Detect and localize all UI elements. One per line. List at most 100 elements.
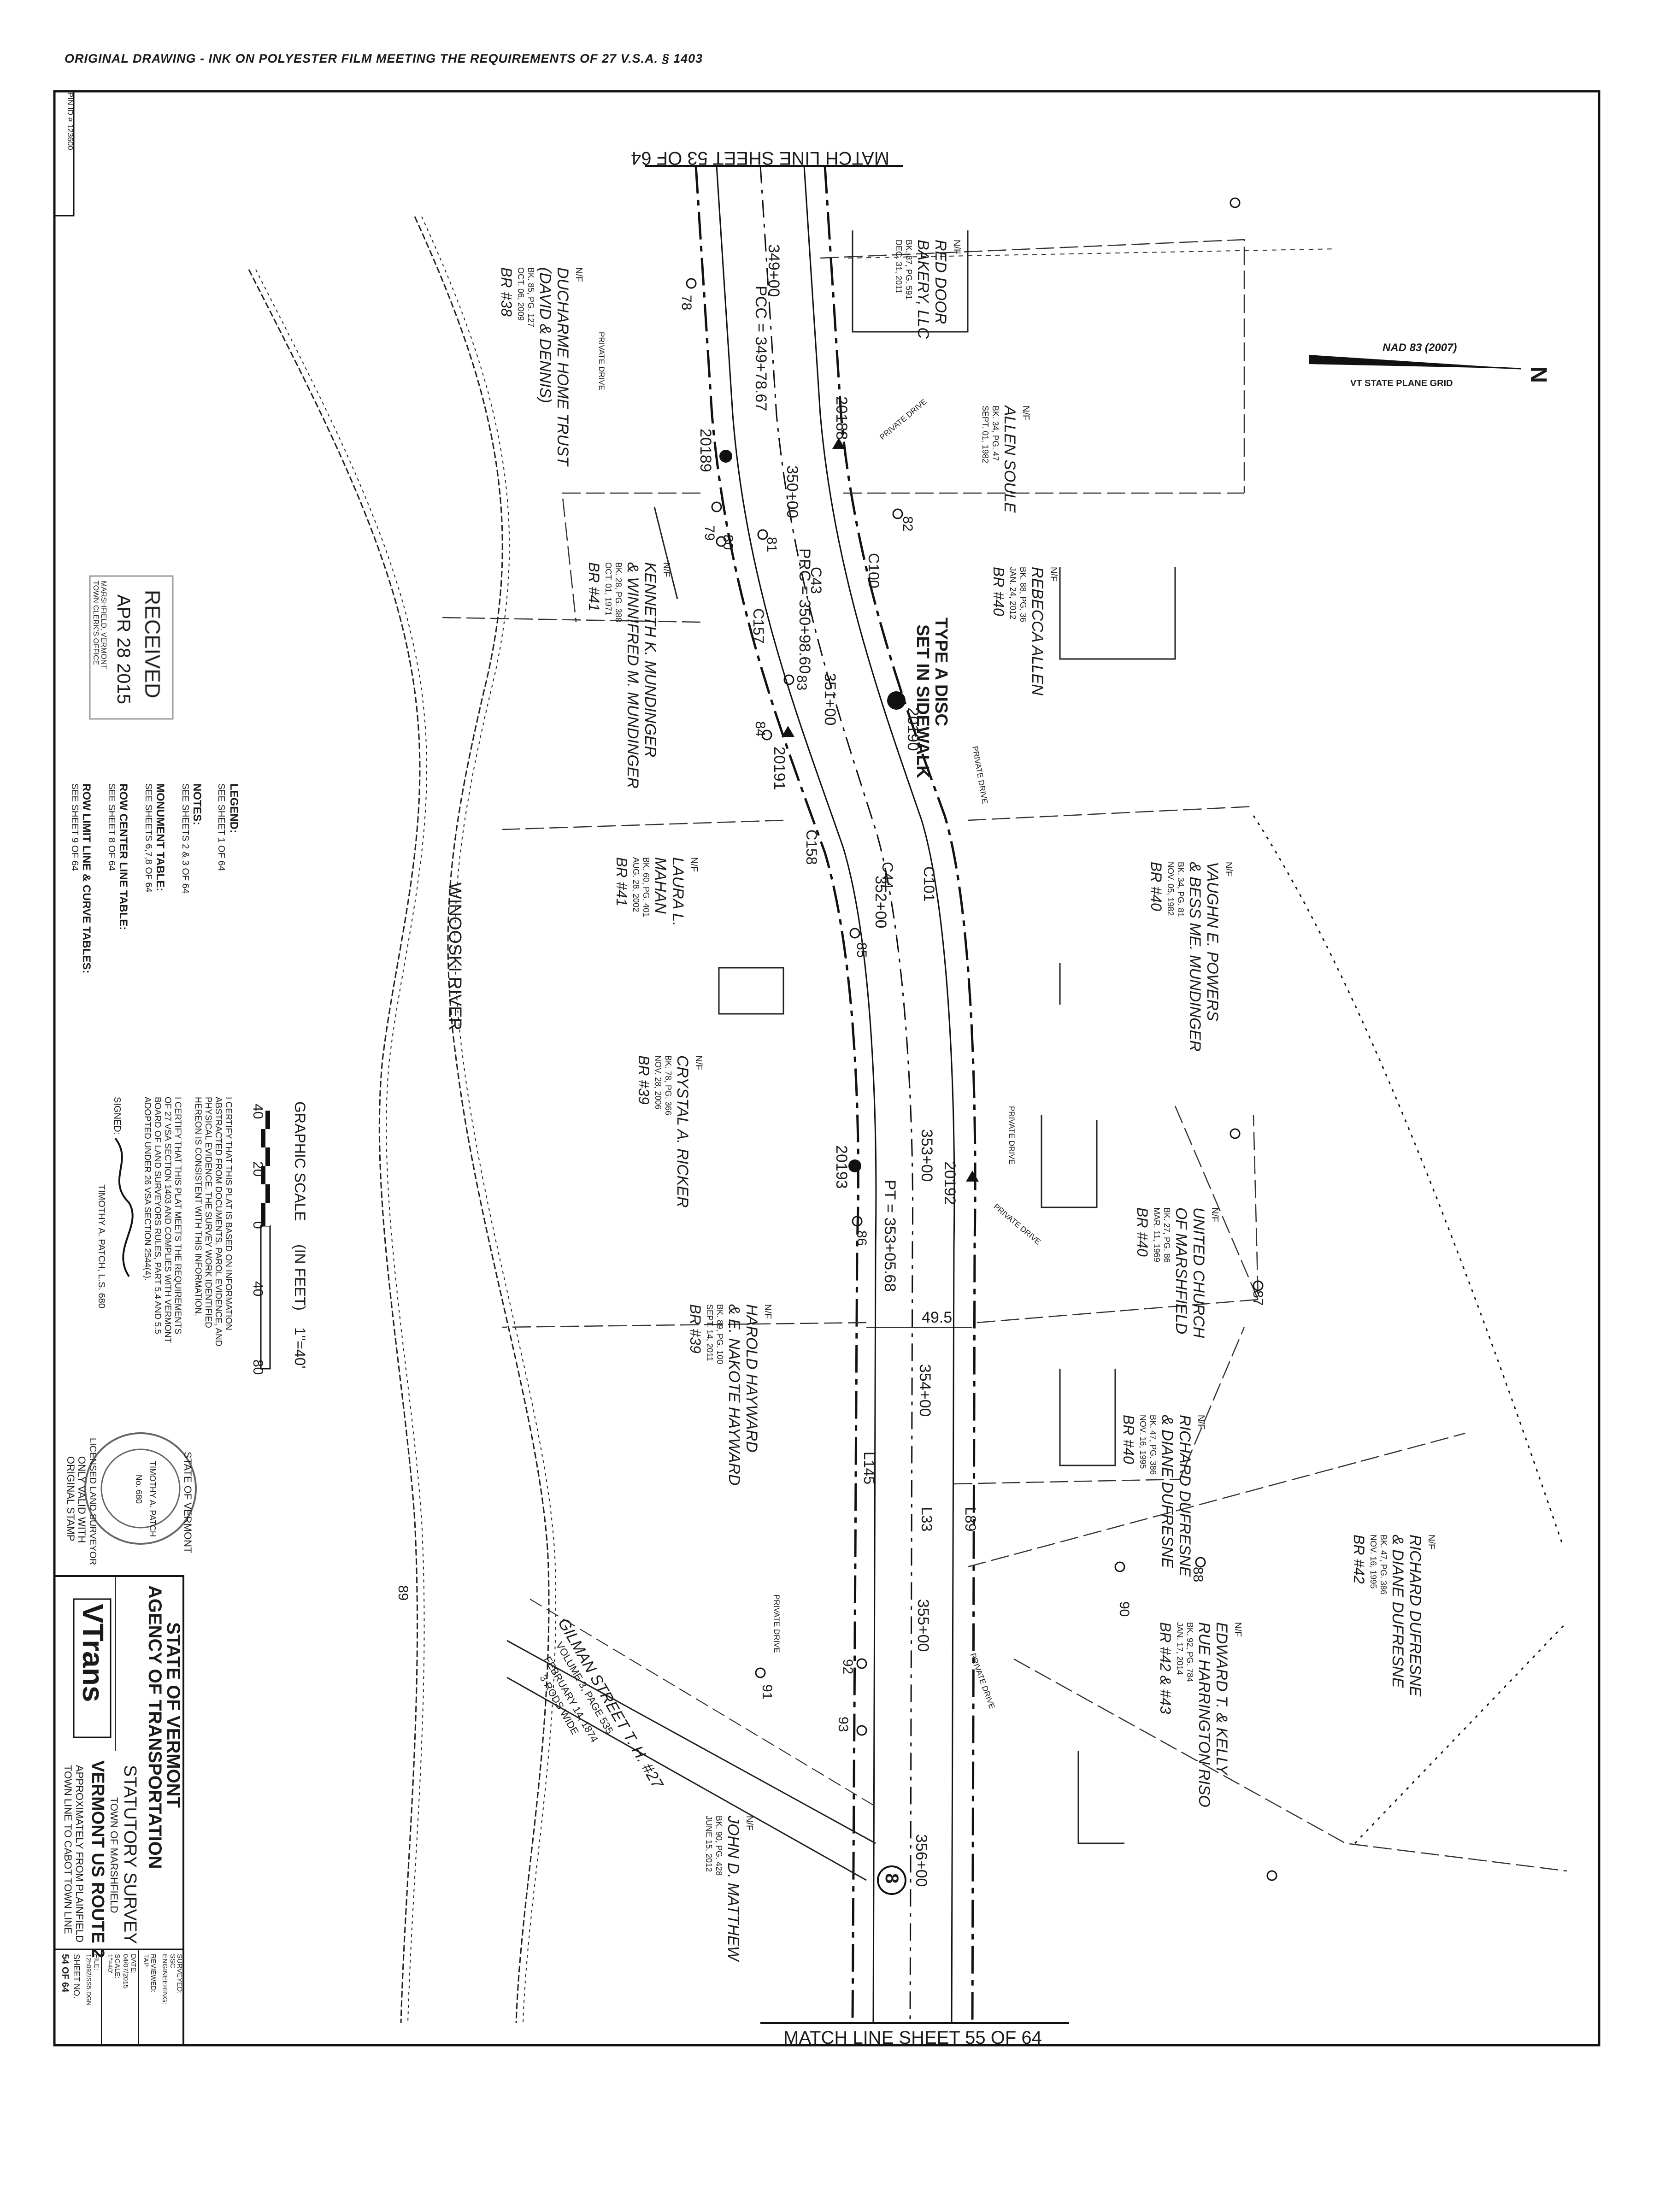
svg-text:BK. 88, PG. 36: BK. 88, PG. 36 [1018,567,1028,622]
sheet-border [53,90,1600,2047]
tb-date: DATE: [129,1954,137,1974]
monument-20192 [966,1171,979,1182]
svg-text:N/F: N/F [1210,1207,1220,1222]
svg-text:ADOPTED UNDER 26 VSA SECTION 2: ADOPTED UNDER 26 VSA SECTION 2544(4). [142,1097,152,1281]
point-90: 90 [1117,1601,1132,1617]
disc-note-1: TYPE A DISC [931,618,951,726]
parcel-matthew: N/F JOHN D. MATTHEW BK. 90, PG. 428 JUNE… [704,1815,754,1962]
line-labels: C100 C101 C43 C44 C157 C158 L89 L33 L145 [750,553,979,1531]
svg-text:(DAVID & DENNIS): (DAVID & DENNIS) [536,267,554,403]
point-86: 86 [854,1230,869,1246]
svg-text:BK. 89, PG. 100: BK. 89, PG. 100 [715,1304,724,1364]
tb-file: FILE: [93,1954,100,1971]
certification: I CERTIFY THAT THIS PLAT IS BASED ON INF… [96,1097,233,1347]
parcel-riso: N/F EDWARD T. & KELLY RUE HARRINGTON RIS… [1157,1622,1243,1807]
scale-unit: (IN FEET) [292,1244,308,1311]
parcel-rebecca-allen: N/F REBECCA ALLEN BK. 88, PG. 36 JAN. 24… [990,567,1059,695]
monument-20188 [832,438,845,449]
svg-text:N/F: N/F [1196,1415,1206,1430]
parcel-mahan: N/F LAURA L. MAHAN BK. 60, PG. 401 AUG. … [613,857,699,926]
parcel-ricker: N/F CRYSTAL A. RICKER BK. 78, PG. 366 NO… [635,1055,704,1208]
monuments: 20188 20189 20190 20191 20192 20193 [697,396,979,1205]
tb-engineering: ENGINEERING: [161,1954,169,2004]
north-grid: VT STATE PLANE GRID [1350,378,1453,388]
svg-text:BR #41: BR #41 [586,562,602,612]
point-78: 78 [679,295,694,310]
svg-text:STATE OF VERMONT: STATE OF VERMONT [182,1452,194,1553]
svg-text:& WINNIFRED M. MUNDINGER: & WINNIFRED M. MUNDINGER [624,562,641,788]
svg-text:SEE SHEETS 2 & 3 OF 64: SEE SHEETS 2 & 3 OF 64 [180,783,190,894]
svg-text:HEREON IS CONSISTENT WITH THIS: HEREON IS CONSISTENT WITH THIS INFORMATI… [193,1097,203,1316]
svg-text:BK. 28, PG. 388: BK. 28, PG. 388 [614,562,623,622]
svg-text:OCT. 01, 1971: OCT. 01, 1971 [604,562,613,616]
point-88: 88 [1190,1567,1206,1582]
river-bank-east [414,216,550,2024]
svg-text:NOV. 16, 1995: NOV. 16, 1995 [1369,1535,1378,1588]
svg-text:BR #40: BR #40 [1148,862,1165,911]
scale-tick-40b: 40 [250,1281,265,1296]
svg-text:NOTES:: NOTES: [191,783,203,825]
svg-text:I CERTIFY THAT THIS PLAT MEETS: I CERTIFY THAT THIS PLAT MEETS THE REQUI… [173,1097,182,1334]
svg-text:BK. 92, PG. 784: BK. 92, PG. 784 [1185,1622,1194,1682]
svg-text:N/F: N/F [694,1055,704,1070]
seal-note-2: ORIGINAL STAMP [65,1456,76,1541]
tb-approx: APPROXIMATELY FROM PLAINFIELD [74,1765,85,1942]
svg-text:BAKERY, LLC: BAKERY, LLC [914,240,932,339]
svg-text:BR #40: BR #40 [1134,1207,1151,1257]
tb-sheet: SHEET NO. [72,1954,81,1999]
svg-text:RED DOOR: RED DOOR [932,240,949,324]
line-c43: C43 [808,567,824,594]
tb-scale: SCALE: [113,1954,121,1978]
svg-text:N/F: N/F [1048,567,1059,582]
private-drive-1: PRIVATE DRIVE [597,332,606,390]
svg-text:N/F: N/F [1426,1535,1436,1549]
private-drives: PRIVATE DRIVE PRIVATE DRIVE PRIVATE DRIV… [597,332,1042,1710]
svg-text:JAN. 24, 2012: JAN. 24, 2012 [1008,567,1018,619]
svg-text:BOARD OF LAND SURVEYORS RULES,: BOARD OF LAND SURVEYORS RULES, PART 5.4 … [153,1097,162,1334]
gilman-street-row [529,1599,876,1807]
svg-text:NOV. 05, 1982: NOV. 05, 1982 [1166,862,1175,916]
parcel-ducharme: N/F DUCHARME HOME TRUST (DAVID & DENNIS)… [498,267,584,467]
parcel-united-church: N/F UNITED CHURCH OF MARSHFIELD BK. 27, … [1134,1207,1220,1338]
svg-text:SEE SHEET 1 OF 64: SEE SHEET 1 OF 64 [216,783,226,871]
tb-scale-v: 1"=40' [106,1954,114,1973]
point-81: 81 [764,537,779,552]
match-line-bottom-label: MATCH LINE SHEET 55 OF 64 [783,2028,1042,2048]
point-85: 85 [854,942,869,958]
tb-survey: STATUTORY SURVEY [120,1765,140,1944]
svg-text:AUG. 28, 2002: AUG. 28, 2002 [631,857,641,912]
legend: LEGEND: SEE SHEET 1 OF 64 NOTES: SEE SHE… [70,783,240,973]
tree-line-east [1253,815,1563,1544]
svg-text:KENNETH K. MUNDINGER: KENNETH K. MUNDINGER [641,562,659,757]
svg-text:ALLEN SOULE: ALLEN SOULE [1001,405,1018,513]
svg-text:LAURA L.: LAURA L. [669,857,687,926]
centerline [759,165,914,2024]
svg-text:SIGNED:: SIGNED: [112,1097,122,1135]
svg-text:EDWARD T. & KELLY: EDWARD T. & KELLY [1213,1622,1230,1776]
station-351: 351+00 [821,673,839,725]
tb-file-v: 12h092/SS5.DGN [85,1954,93,2006]
svg-text:No. 680: No. 680 [134,1475,143,1504]
surveyor-seal: STATE OF VERMONT TIMOTHY A. PATCH No. 68… [84,1432,197,1565]
svg-text:& DIANE DUFRESNE: & DIANE DUFRESNE [1389,1535,1406,1688]
scale-ratio: 1"=40' [292,1327,308,1369]
svg-text:OF MARSHFIELD: OF MARSHFIELD [1172,1207,1190,1334]
svg-text:N/F: N/F [763,1304,773,1319]
svg-text:RICHARD DUFRESNE: RICHARD DUFRESNE [1176,1415,1194,1577]
route-shield-number: 8 [882,1873,902,1883]
svg-text:BR #39: BR #39 [687,1304,704,1353]
prc-label: PRC = 350+98.60 [796,548,813,674]
graphic-scale: GRAPHIC SCALE (IN FEET) 1"=40' 40 20 0 4… [250,1101,308,1375]
pin-label: PIN ID # 123600 [66,92,75,150]
svg-text:BR #40: BR #40 [990,567,1007,616]
monument-20193-label: 20193 [833,1145,850,1189]
parcel-dufresne-1: N/F RICHARD DUFRESNE & DIANE DUFRESNE BK… [1120,1415,1206,1577]
svg-text:N/F: N/F [689,857,699,872]
svg-text:BR #41: BR #41 [613,857,630,906]
monument-20189-label: 20189 [697,429,714,472]
north-datum: NAD 83 (2007) [1382,341,1457,354]
svg-text:N/F: N/F [952,240,962,254]
svg-text:BR #38: BR #38 [498,267,515,317]
svg-text:N/F: N/F [1021,406,1031,420]
